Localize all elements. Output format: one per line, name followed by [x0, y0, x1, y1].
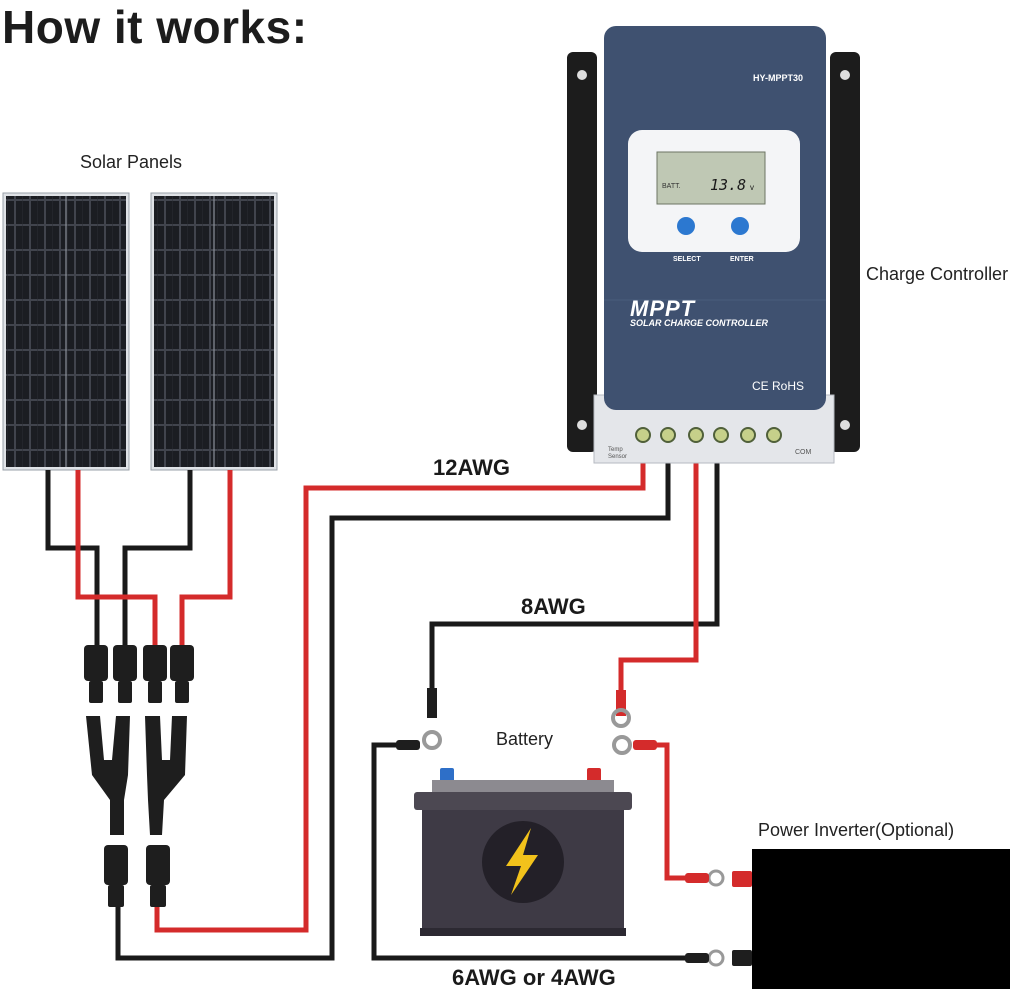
charge-controller-label: Charge Controller	[866, 264, 1009, 284]
controller-brand: MPPT	[630, 296, 696, 321]
wire-gauge-12awg: 12AWG	[433, 455, 511, 480]
controller-model: HY-MPPT30	[753, 73, 804, 83]
display-voltage: 13.8	[710, 176, 747, 194]
temp-sensor-label: Temp Sensor	[608, 447, 628, 460]
display-unit: v	[750, 183, 754, 192]
solar-panel-left	[2, 192, 130, 471]
display-batt-label: BATT.	[662, 183, 681, 190]
charge-controller	[567, 26, 860, 464]
select-button-label: SELECT	[673, 256, 701, 263]
battery-ring-terminals	[396, 688, 657, 755]
enter-button-label: ENTER	[730, 256, 754, 263]
positive-wires	[75, 458, 699, 933]
battery	[414, 768, 632, 936]
solar-panel-right	[150, 192, 278, 471]
page-title: How it works:	[2, 1, 308, 53]
controller-subtitle: SOLAR CHARGE CONTROLLER	[630, 318, 768, 328]
mc4-connectors	[84, 645, 194, 703]
wire-gauge-6awg-4awg: 6AWG or 4AWG	[452, 965, 616, 990]
power-inverter	[685, 849, 1010, 989]
controller-certification: CE RoHS	[752, 379, 805, 393]
com-label: COM	[795, 449, 812, 456]
wire-gauge-8awg: 8AWG	[521, 594, 586, 619]
solar-panels-label: Solar Panels	[80, 152, 183, 172]
y-branch-connectors	[86, 716, 187, 907]
battery-label: Battery	[496, 729, 554, 749]
power-inverter-label: Power Inverter(Optional)	[758, 820, 955, 840]
